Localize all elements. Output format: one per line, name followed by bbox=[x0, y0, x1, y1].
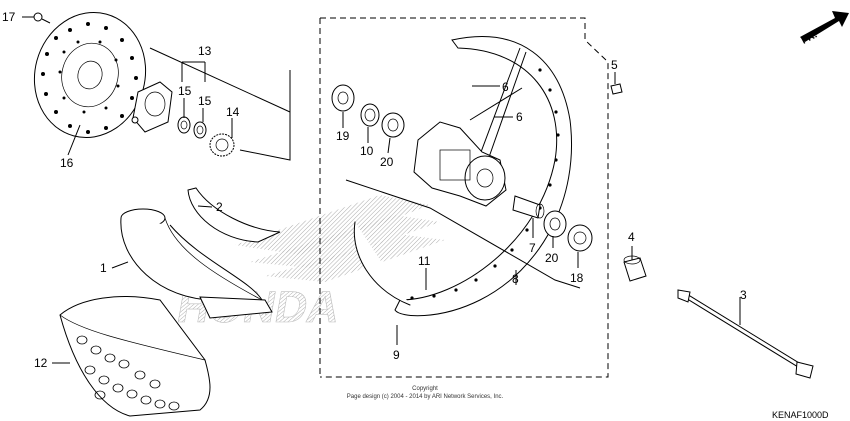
spokes bbox=[469, 47, 527, 161]
right-bearing bbox=[543, 210, 567, 238]
rim-band bbox=[187, 187, 281, 243]
callout-20b: 20 bbox=[545, 251, 559, 265]
copyright-line-1: Copyright bbox=[412, 386, 438, 392]
callout-leader-lines bbox=[22, 16, 741, 364]
front-direction-arrow: FR. bbox=[800, 11, 849, 47]
dust-seal-right bbox=[567, 224, 593, 252]
callout-7: 7 bbox=[529, 241, 536, 255]
assembly-boundary bbox=[319, 17, 609, 378]
wheel-hub bbox=[413, 121, 507, 207]
callout-6b: 6 bbox=[516, 110, 523, 124]
callout-13: 13 bbox=[198, 44, 212, 58]
circlip bbox=[360, 103, 380, 127]
disc-bolt bbox=[33, 12, 51, 24]
callout-1: 1 bbox=[100, 261, 107, 275]
valve-nut bbox=[610, 83, 623, 95]
speedometer-gear bbox=[209, 133, 235, 157]
callout-4: 4 bbox=[628, 230, 635, 244]
tire bbox=[59, 296, 211, 417]
callout-11: 11 bbox=[418, 254, 431, 268]
callout-3: 3 bbox=[740, 288, 747, 302]
callouts: 17 16 13 15 15 14 2 1 12 19 10 20 6 6 5 … bbox=[2, 10, 747, 370]
distance-collar bbox=[512, 195, 545, 219]
callout-18: 18 bbox=[570, 271, 584, 285]
callout-10: 10 bbox=[360, 144, 374, 158]
side-collar bbox=[623, 255, 647, 282]
callout-15b: 15 bbox=[198, 94, 212, 108]
callout-15a: 15 bbox=[178, 84, 192, 98]
inner-tube bbox=[120, 208, 273, 319]
speedometer-gearbox bbox=[131, 81, 173, 133]
callout-5: 5 bbox=[611, 58, 618, 72]
dust-seal-left bbox=[381, 112, 405, 138]
front-axle bbox=[677, 289, 814, 379]
brake-disc bbox=[33, 12, 147, 138]
callout-2: 2 bbox=[216, 200, 223, 214]
callout-9: 9 bbox=[393, 348, 400, 362]
left-bearing bbox=[331, 84, 355, 112]
callout-8: 8 bbox=[512, 272, 519, 286]
diagram-code: KENAF1000D bbox=[772, 410, 829, 420]
callout-17: 17 bbox=[2, 10, 16, 24]
leader-lines-upper-left bbox=[149, 47, 291, 161]
callout-14: 14 bbox=[226, 105, 240, 119]
callout-20a: 20 bbox=[380, 155, 394, 169]
copyright-line-2: Page design (c) 2004 - 2014 by ARI Netwo… bbox=[347, 394, 504, 400]
callout-19: 19 bbox=[336, 129, 350, 143]
callout-12: 12 bbox=[34, 356, 48, 370]
callout-6a: 6 bbox=[502, 80, 509, 94]
wheel-rim bbox=[353, 36, 572, 317]
seal-washers bbox=[177, 116, 207, 139]
callout-16: 16 bbox=[60, 156, 74, 170]
